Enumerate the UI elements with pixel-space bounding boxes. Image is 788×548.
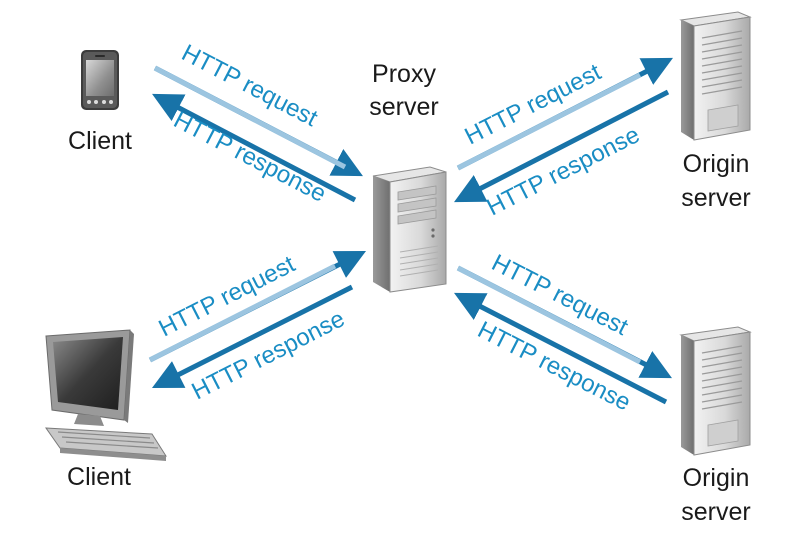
origin-bottom-label-line2: server — [681, 498, 750, 526]
arrow-bottom-left-response — [151, 284, 354, 389]
arrow-top-right-request — [456, 57, 674, 171]
origin-top-label-line2: server — [681, 184, 750, 212]
arrow-bottom-left-request — [148, 250, 367, 363]
arrow-bottom-right-request — [456, 265, 673, 379]
proxy-label-line1: Proxy — [372, 60, 436, 88]
origin-bottom-label-line1: Origin — [683, 464, 750, 492]
arrow-top-left-response — [152, 93, 357, 203]
label-top-right-response: HTTP response — [482, 121, 644, 221]
proxy-label-line2: server — [369, 93, 438, 121]
arrow-top-left-request-shaft — [153, 65, 347, 170]
arrow-bottom-right-response — [453, 292, 668, 405]
arrow-top-right-response — [453, 89, 670, 203]
origin-server-bottom-icon — [679, 326, 752, 456]
origin-top-label-line1: Origin — [683, 150, 750, 178]
desktop-computer-icon — [44, 329, 167, 461]
client-top-label: Client — [68, 127, 132, 155]
origin-server-top-icon — [679, 11, 752, 141]
proxy-server-icon — [372, 166, 447, 293]
smartphone-icon — [81, 50, 119, 110]
client-bottom-label: Client — [67, 463, 131, 491]
